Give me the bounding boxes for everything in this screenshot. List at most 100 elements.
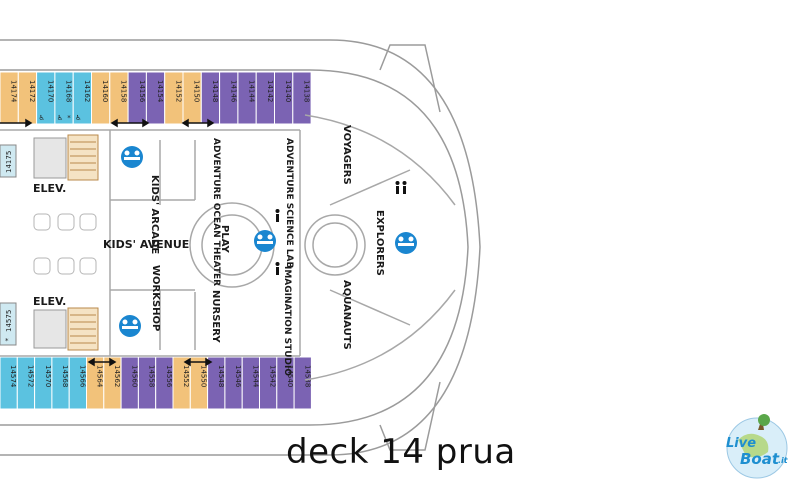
hull-outline <box>0 39 481 456</box>
kids-arcade-label: KIDS' ARCADE <box>149 175 160 254</box>
cabin-14574: 14574 <box>0 356 18 410</box>
cabin-14568: 14568 <box>51 356 70 410</box>
cabin-number: 14560 <box>130 365 138 387</box>
logo-suffix: .it <box>778 456 788 465</box>
elevator-top-label: ELEV. <box>33 182 66 195</box>
side-cabin-lower-star: * <box>5 337 9 345</box>
explorers-label: EXPLORERS <box>374 210 385 276</box>
cabin-14144: 14144 <box>237 71 257 125</box>
cabin-14548: 14548 <box>207 356 226 410</box>
cabin-14174: 14174 <box>0 71 19 125</box>
passage-arrow <box>0 118 215 367</box>
logo-live: Live <box>726 436 757 451</box>
cabin-number: 14162 <box>83 80 91 102</box>
stairs-lines <box>70 141 96 344</box>
cabin-14558: 14558 <box>137 356 157 410</box>
cabin-number: 14570 <box>44 365 52 387</box>
cabin-14150: 14150 <box>182 71 202 125</box>
globe-icon <box>726 414 788 479</box>
cabin-14152: 14152 <box>164 71 184 125</box>
cabin-number: 14144 <box>248 80 256 103</box>
cabin-14546: 14546 <box>224 356 243 410</box>
side-cabin-lower-label: 14575 <box>5 310 13 332</box>
cabin-14162: 14162 ♿ <box>72 71 92 125</box>
cabin-14154: 14154 <box>145 71 166 125</box>
kids-avenue-label: KIDS' AVENUE <box>103 238 189 251</box>
cabin-14146: 14146 <box>219 71 239 125</box>
cabin-14564: 14564 <box>86 356 105 410</box>
cabin-14556: 14556 <box>155 356 174 410</box>
cabin-14562: 14562 <box>103 356 122 410</box>
cabin-number: 14556 <box>165 365 173 388</box>
cabin-14140: 14140 <box>274 71 294 125</box>
cabin-star: * <box>67 114 71 122</box>
cabin-number: 14168 <box>65 80 73 102</box>
cabin-number: 14552 <box>182 365 190 387</box>
elevator-bottom-label: ELEV. <box>33 295 66 308</box>
cabin-number: 14566 <box>78 365 86 388</box>
cabin-number: 14148 <box>211 80 219 102</box>
cabin-14552: 14552 <box>172 356 191 410</box>
cabin-14160: 14160 <box>91 71 111 125</box>
cabin-number: 14160 <box>101 80 109 102</box>
cabin-number: 14150 <box>193 80 201 102</box>
cabin-number: 14156 <box>138 80 146 103</box>
cabin-14156: 14156 <box>127 71 147 125</box>
cabin-14170: 14170 ♿ <box>36 71 56 125</box>
restroom-icon <box>275 181 407 275</box>
adventure-ocean-theater-label: ADVENTURE OCEAN THEATER <box>211 138 221 286</box>
workshop-label: WORKSHOP <box>150 265 161 331</box>
cabin-number: 14538 <box>303 365 311 387</box>
cabin-number: 14548 <box>217 365 225 387</box>
voyagers-label: VOYAGERS <box>341 125 352 185</box>
cabin-number: 14542 <box>269 365 277 387</box>
cabin-14158: 14158 <box>109 71 129 125</box>
cabin-14142: 14142 <box>255 71 276 125</box>
cabin-14542: 14542 <box>259 356 278 410</box>
cabin-14570: 14570 <box>34 356 53 410</box>
accessible-icon: ♿ <box>75 114 81 122</box>
side-cabin-upper: 14175 <box>0 144 17 178</box>
cabin-number: 14544 <box>251 365 259 388</box>
cabin-14168: 14168 ♿ * <box>54 71 74 125</box>
cabin-number: 14142 <box>266 80 274 102</box>
adventure-science-lab-label: ADVENTURE SCIENCE LAB <box>284 138 294 268</box>
cabin-14560: 14560 <box>120 356 139 410</box>
cabin-14550: 14550 <box>189 356 209 410</box>
cabin-number: 14152 <box>174 80 182 102</box>
cabin-number: 14562 <box>113 365 121 387</box>
cabin-number: 14172 <box>28 80 36 102</box>
deck-caption: deck 14 prua <box>286 432 516 472</box>
cabin-number: 14170 <box>46 80 54 102</box>
cabin-14148: 14148 <box>200 71 221 125</box>
aquanauts-label: AQUANAUTS <box>341 280 352 350</box>
logo-boat: Boat <box>740 450 780 468</box>
cabin-row-bottom: 14574 14572 14570 14568 14566 14564 14562 14560… <box>0 356 312 410</box>
nursery-label: NURSERY <box>210 290 221 343</box>
cabin-number: 14140 <box>284 80 292 102</box>
cabin-number: 14572 <box>26 365 34 387</box>
side-cabin-upper-label: 14175 <box>5 151 13 173</box>
cabin-number: 14564 <box>96 365 104 388</box>
cabin-14138: 14138 <box>292 71 312 125</box>
cabin-number: 14138 <box>302 80 310 102</box>
accessible-icon: ♿ <box>57 114 63 122</box>
accessible-icon: ♿ <box>39 114 45 122</box>
seating-area <box>33 213 97 275</box>
cabin-number: 14146 <box>229 80 237 103</box>
kids-club-icon <box>119 146 417 337</box>
cabin-14566: 14566 <box>68 356 87 410</box>
cabin-number: 14558 <box>148 365 156 387</box>
cabin-number: 14174 <box>10 80 18 103</box>
imagination-studio-label: IMAGINATION STUDIO <box>282 266 292 376</box>
cabin-row-top: 14174 14172 14170 ♿ 14168 ♿ * 14162 ♿ 14160 14158 1… <box>0 71 312 125</box>
cabin-14538: 14538 <box>293 356 312 410</box>
liveboat-logo: Live Boat .it <box>718 410 796 484</box>
cabin-number: 14154 <box>156 80 164 103</box>
cabin-14572: 14572 <box>16 356 36 410</box>
cabin-number: 14568 <box>61 365 69 387</box>
play-label: PLAY <box>219 225 230 253</box>
cabin-number: 14158 <box>119 80 127 102</box>
cabin-number: 14574 <box>9 365 17 388</box>
